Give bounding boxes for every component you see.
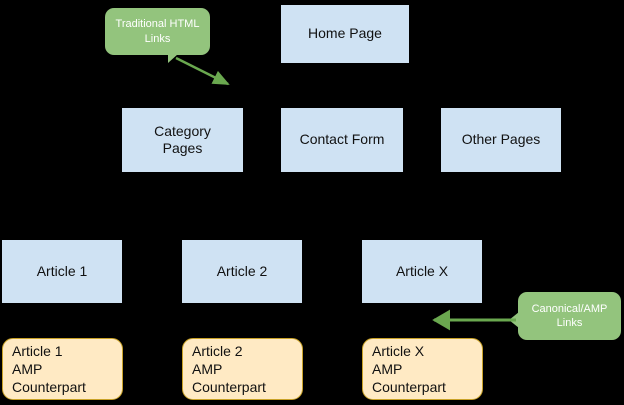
node-article-1-amp[interactable]: Article 1 AMP Counterpart: [2, 338, 123, 400]
node-article-2[interactable]: Article 2: [182, 240, 302, 303]
node-article-x[interactable]: Article X: [362, 240, 482, 303]
node-article-1-amp-label: Article 1 AMP Counterpart: [12, 342, 86, 396]
node-article-2-amp[interactable]: Article 2 AMP Counterpart: [182, 338, 303, 400]
node-article-2-amp-label: Article 2 AMP Counterpart: [192, 342, 266, 396]
node-home-page-label: Home Page: [308, 25, 382, 42]
node-article-x-amp-label: Article X AMP Counterpart: [372, 342, 446, 396]
node-category-pages-label: Category Pages: [154, 122, 211, 156]
node-category-pages[interactable]: Category Pages: [122, 108, 243, 172]
node-other-pages-label: Other Pages: [461, 131, 541, 148]
node-article-x-amp[interactable]: Article X AMP Counterpart: [362, 338, 483, 400]
node-contact-form[interactable]: Contact Form: [281, 108, 403, 172]
callout-canonical-amp-links-tail: [509, 312, 519, 328]
arrow-traditional-html-links: [175, 56, 230, 86]
node-other-pages[interactable]: Other Pages: [441, 108, 561, 172]
node-article-x-label: Article X: [395, 262, 449, 279]
callout-traditional-html-links[interactable]: Traditional HTML Links: [105, 8, 210, 55]
node-article-1-label: Article 1: [36, 262, 88, 279]
node-article-2-label: Article 2: [216, 262, 268, 279]
callout-canonical-amp-links-label: Canonical/AMP Links: [531, 302, 608, 329]
callout-canonical-amp-links[interactable]: Canonical/AMP Links: [518, 292, 621, 340]
callout-traditional-html-links-tail: [168, 54, 178, 63]
node-home-page[interactable]: Home Page: [281, 5, 409, 63]
node-article-1[interactable]: Article 1: [2, 240, 122, 303]
callout-traditional-html-links-label: Traditional HTML Links: [115, 18, 200, 45]
node-contact-form-label: Contact Form: [299, 131, 385, 148]
